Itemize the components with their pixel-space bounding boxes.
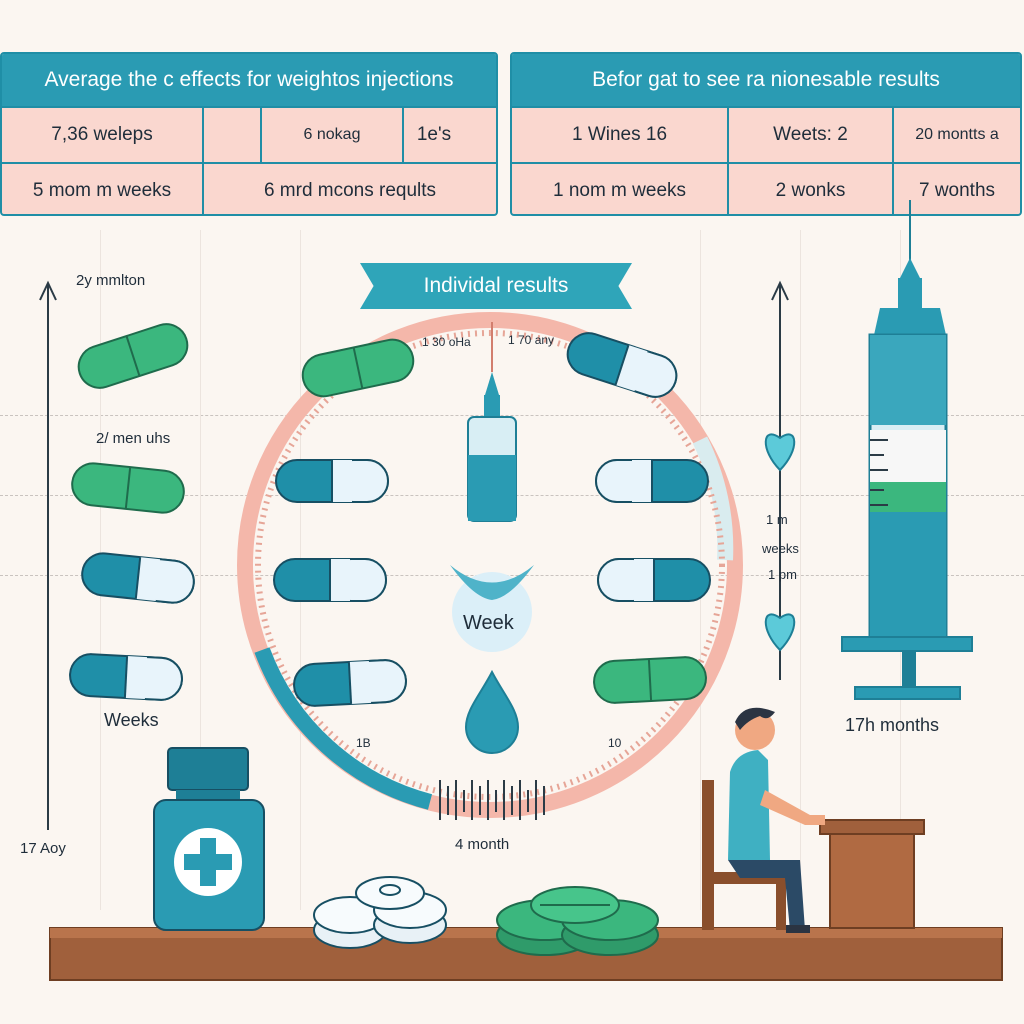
left-axis-mid-label: 2/ men uhs: [96, 430, 171, 447]
water-drop-icon: [464, 669, 520, 754]
table-cell: 6 nokag: [303, 126, 361, 143]
green-capsule: [72, 317, 194, 395]
left-axis-bottom-label: 17 Aoy: [20, 840, 66, 857]
right-summary-table: Befor gat to see ra nionesable results 1…: [510, 52, 1022, 216]
green-capsule: [297, 334, 419, 402]
table-divider: [202, 164, 204, 214]
teal-white-capsule: [597, 558, 711, 602]
week-center-label: Week: [463, 612, 514, 634]
right-axis-label: 1 pm: [768, 567, 797, 582]
grid-column: [800, 230, 801, 910]
right-axis-label: 1 m: [766, 512, 788, 527]
table-cell: 1e's: [416, 124, 452, 145]
individual-results-banner: Individal results: [360, 263, 632, 309]
right-table-title: Befor gat to see ra nionesable results: [512, 54, 1020, 106]
table-cell: 1 nom m weeks: [552, 180, 687, 201]
dial-ring: [237, 312, 743, 818]
table-divider: [892, 108, 894, 162]
leaf-icon: [450, 565, 534, 600]
table-cell: 1 Wines 16: [571, 124, 668, 145]
teal-white-capsule: [79, 550, 197, 606]
person-at-desk: [702, 707, 925, 933]
table-row: 5 mom m weeks 6 mrd mcons reqults: [2, 162, 496, 214]
dial-ticks: [255, 330, 725, 800]
table-divider: [260, 108, 262, 162]
syringe-icon: [841, 200, 973, 700]
table-divider: [727, 108, 729, 162]
dial-ring-light-segment: [692, 436, 734, 561]
table-divider: [727, 164, 729, 214]
dial-tick-label: 1 30 oHa: [422, 335, 471, 349]
grid-column: [700, 230, 701, 910]
green-capsule: [69, 460, 187, 516]
table-cell: [204, 108, 260, 162]
table-cell: 7 wonths: [918, 180, 996, 201]
grid-column: [900, 230, 901, 910]
left-axis-arrow: [39, 280, 57, 301]
table-row: 7,36 weleps 6 nokag 1e's: [2, 106, 496, 162]
table-row: 1 nom m weeks 2 wonks 7 wonths: [512, 162, 1020, 214]
medicine-bottle: [153, 747, 265, 931]
table-divider: [402, 108, 404, 162]
teal-white-capsule: [273, 558, 387, 602]
grid-line: [0, 415, 1024, 416]
table-divider: [892, 164, 894, 214]
table-cell: 2 wonks: [775, 180, 846, 201]
heart-icon: [764, 433, 796, 472]
green-tablets: [496, 886, 659, 956]
left-table-title: Average the c effects for weightos injec…: [2, 54, 496, 106]
table-cell: 6 mrd mcons reqults: [263, 180, 437, 201]
dial-tick-label: 1 70 any: [508, 333, 555, 347]
table-row: 1 Wines 16 Weets: 2 20 montts a: [512, 106, 1020, 162]
grid-column: [300, 230, 301, 910]
wooden-shelf: [49, 927, 1003, 981]
teal-white-capsule: [561, 326, 683, 404]
right-axis-arrow: [771, 280, 789, 301]
teal-white-capsule: [291, 658, 409, 708]
left-axis-top-label: 2y mmlton: [76, 272, 146, 289]
left-summary-table: Average the c effects for weightos injec…: [0, 52, 498, 216]
table-divider: [202, 108, 204, 162]
right-axis-label: weeks: [762, 541, 799, 556]
dial-bottom-ticks: [439, 780, 545, 820]
vial-icon: [467, 372, 517, 522]
syringe-label: 17h months: [845, 715, 940, 735]
white-tablets: [313, 876, 447, 949]
heart-icon: [764, 613, 796, 652]
table-cell: Weets: 2: [773, 124, 848, 145]
left-axis-weeks-label: Weeks: [104, 710, 159, 730]
grid-line: [0, 495, 1024, 496]
shelf-edge: [50, 928, 1002, 938]
table-cell: 7,36 weleps: [51, 124, 153, 145]
dial-bottom-label: 4 month: [455, 836, 510, 853]
table-cell: 20 montts a: [915, 126, 999, 143]
dial-tick-label: 1B: [356, 736, 371, 750]
teal-white-capsule: [67, 652, 185, 702]
grid-column: [100, 230, 101, 910]
grid-line: [0, 575, 1024, 576]
dial-ring-teal-segment: [254, 647, 433, 810]
table-cell: 5 mom m weeks: [32, 180, 172, 201]
green-capsule: [591, 655, 709, 705]
dial-tick-label: 10: [608, 736, 622, 750]
grid-column: [200, 230, 201, 910]
